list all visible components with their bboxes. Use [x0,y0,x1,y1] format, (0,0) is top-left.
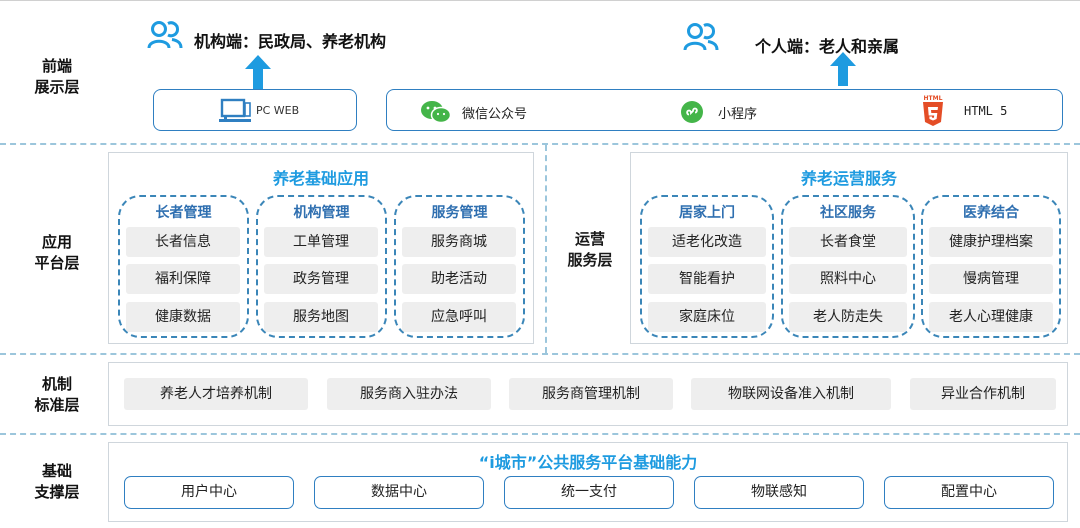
app-item[interactable]: 老人心理健康 [929,302,1053,332]
base-title: “i城市”公共服务平台基础能力 [478,453,698,472]
layer-label-front: 前端 展示层 [34,57,80,96]
pcweb-box [153,89,357,131]
vertical-separator [545,145,547,353]
group-home-visit [640,195,774,338]
base-item[interactable]: 用户中心 [124,476,294,509]
separator [0,143,1080,145]
app-item[interactable]: 适老化改造 [648,227,766,257]
mech-item[interactable]: 服务商管理机制 [509,378,673,410]
ops-layer-label: 运营 服务层 [567,230,613,269]
app-item[interactable]: 工单管理 [264,227,378,257]
app-item[interactable]: 家庭床位 [648,302,766,332]
mech-item[interactable]: 物联网设备准入机制 [691,378,891,410]
app-item[interactable]: 智能看护 [648,264,766,294]
layer-label-app: 应用 平台层 [34,233,80,272]
app-item[interactable]: 长者食堂 [789,227,907,257]
arrow-up-icon [830,52,856,86]
channels-box [386,89,1063,131]
org-label: 机构端：民政局、养老机构 [194,32,387,51]
group-title: 机构管理 [293,205,350,221]
group-medical-care [921,195,1061,338]
pcweb-label: PC WEB [256,104,300,117]
miniprogram-icon [681,101,703,123]
users-icon [147,21,183,49]
app-item[interactable]: 慢病管理 [929,264,1053,294]
group-elder-mgmt [118,195,249,338]
group-title: 长者管理 [155,205,212,221]
group-title: 医养结合 [963,205,1019,221]
app-item[interactable]: 服务地图 [264,302,378,332]
top-rule [0,0,1080,1]
users-icon [683,23,719,51]
html5-label: HTML 5 [964,104,1008,118]
app-item[interactable]: 服务商城 [402,227,516,257]
base-item[interactable]: 配置中心 [884,476,1054,509]
app-item[interactable]: 老人防走失 [789,302,907,332]
base-item[interactable]: 物联感知 [694,476,864,509]
group-title: 服务管理 [431,205,488,221]
layer-label-base: 基础 支撑层 [34,462,80,501]
html5-icon: HTML [922,96,944,126]
app-item[interactable]: 长者信息 [126,227,240,257]
miniapp-label: 小程序 [718,107,758,122]
layer-label-mech: 机制 标准层 [34,375,80,414]
ops-service-title: 养老运营服务 [800,169,897,188]
app-item[interactable]: 健康护理档案 [929,227,1053,257]
wechat-icon [421,101,452,124]
computer-icon [219,98,251,122]
mech-item[interactable]: 异业合作机制 [910,378,1056,410]
base-item[interactable]: 统一支付 [504,476,674,509]
separator [0,353,1080,355]
app-item[interactable]: 福利保障 [126,264,240,294]
wechat-label: 微信公众号 [462,107,528,122]
app-item[interactable]: 应急呼叫 [402,302,516,332]
app-item[interactable]: 政务管理 [264,264,378,294]
group-community [781,195,915,338]
group-title: 居家上门 [679,205,735,221]
group-title: 社区服务 [820,205,876,221]
app-item[interactable]: 助老活动 [402,264,516,294]
group-service-mgmt [394,195,525,338]
person-label: 个人端：老人和亲属 [755,37,900,56]
arrow-up-icon [245,55,271,89]
basic-app-title: 养老基础应用 [272,169,369,188]
separator [0,433,1080,435]
mech-item[interactable]: 服务商入驻办法 [327,378,491,410]
app-item[interactable]: 健康数据 [126,302,240,332]
mech-item[interactable]: 养老人才培养机制 [124,378,308,410]
app-item[interactable]: 照料中心 [789,264,907,294]
group-org-mgmt [256,195,387,338]
base-item[interactable]: 数据中心 [314,476,484,509]
html5-badge-text: HTML [923,95,943,102]
